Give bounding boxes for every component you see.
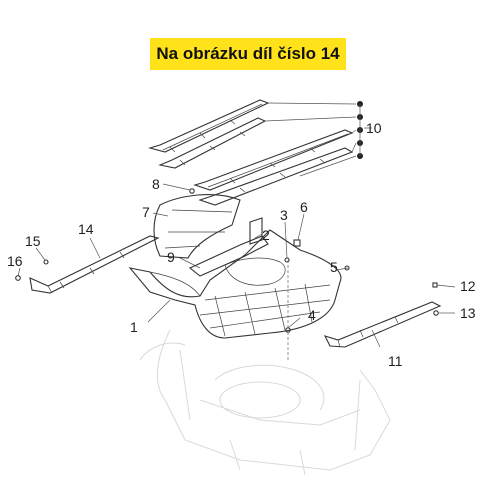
callout-3: 3 [280,207,288,223]
part-10-strips [147,99,354,206]
part-8-screw [189,188,195,194]
callout-12: 12 [460,278,476,294]
callout-6: 6 [300,199,308,215]
part-6-clip [293,239,301,247]
callout-1: 1 [130,319,138,335]
part-16-screw [15,275,21,281]
callout-4: 4 [308,307,316,323]
part-1-floorboard [128,229,342,339]
part-7-tunnel-cover [153,194,241,259]
callout-8: 8 [152,176,160,192]
callout-5: 5 [330,259,338,275]
part-3-screw [284,257,290,263]
part-10-bullet-markers [357,101,363,159]
part-14-left-trim [29,235,160,294]
part-9-bracket [188,235,269,277]
callout-11: 11 [388,353,403,369]
callout-13: 13 [460,305,476,321]
callout-7: 7 [142,204,150,220]
part-5-screw [344,265,350,271]
part-11-right-trim [323,301,442,348]
banner-text: Na obrázku díl číslo 14 [156,44,340,63]
callout-10: 10 [366,120,382,136]
callout-14: 14 [78,221,94,237]
leader-lines [17,102,456,360]
part-highlight-banner: Na obrázku díl číslo 14 [150,38,346,70]
frame-ghost [139,329,391,476]
part-13-screw [433,310,439,316]
part-12-clip [432,282,438,288]
part-15-screw [43,259,49,265]
callout-16: 16 [7,253,23,269]
callout-2: 2 [262,227,270,243]
callout-15: 15 [25,233,41,249]
callout-labels: 1 2 3 4 5 6 7 8 9 10 11 12 13 14 15 16 [7,120,476,369]
callout-9: 9 [167,249,175,265]
part-2-bracket [249,217,263,245]
